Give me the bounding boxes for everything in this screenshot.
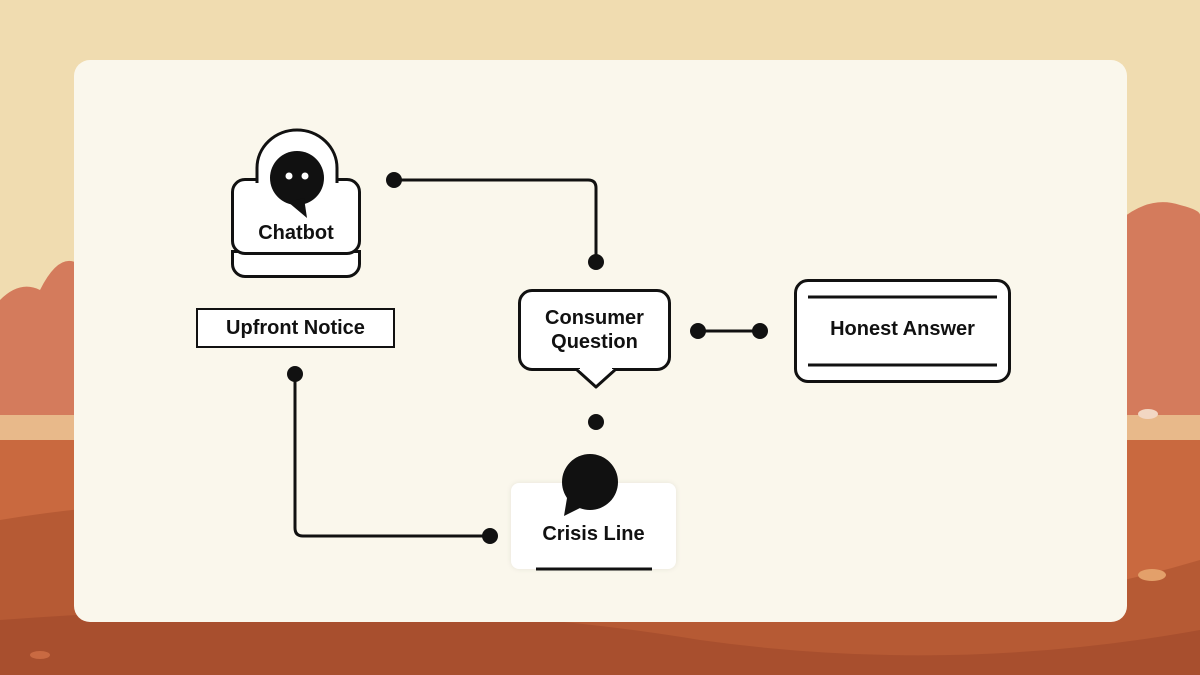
chatbot-icon-holder (255, 128, 339, 218)
upfront-notice-node[interactable]: Upfront Notice (196, 308, 395, 348)
foreground-dune (0, 608, 1200, 675)
crisis-icon-holder (562, 454, 618, 516)
answer-rule-lines (808, 295, 997, 367)
honest-answer-label: Honest Answer (830, 318, 975, 340)
pebble (1138, 569, 1166, 581)
pebble (1138, 409, 1158, 419)
crisis-underline (536, 567, 652, 571)
chatbot-label: Chatbot (258, 222, 334, 244)
right-hills (1120, 202, 1200, 470)
consumer-question-node[interactable] (518, 289, 671, 371)
crisis-line-label: Crisis Line (542, 523, 645, 545)
speech-bubble-icon (562, 454, 618, 516)
upfront-notice-label: Upfront Notice (226, 316, 365, 339)
question-bubble-tail (574, 368, 618, 389)
speech-bubble-icon (270, 151, 324, 218)
pebble (30, 651, 50, 659)
consumer-question-label: Consumer Question (545, 307, 644, 353)
